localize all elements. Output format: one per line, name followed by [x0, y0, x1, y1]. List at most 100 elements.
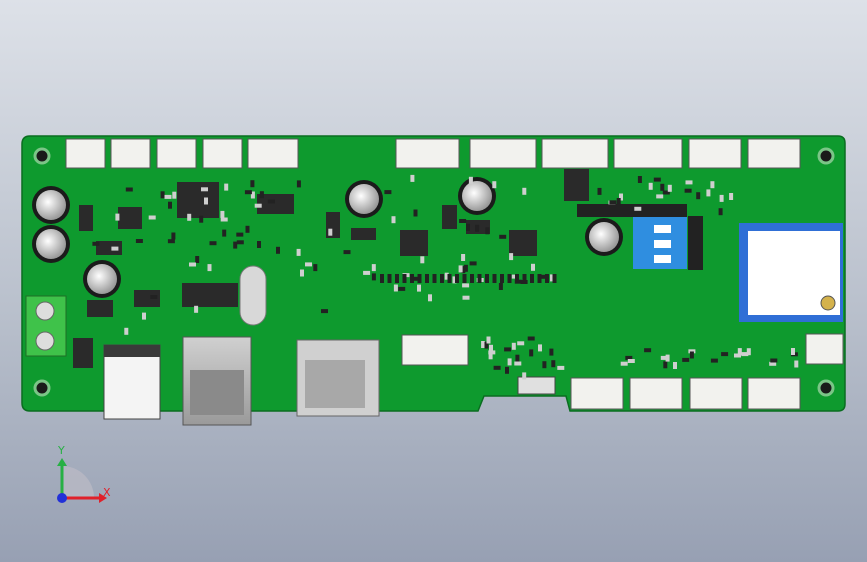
smd-part: [481, 341, 486, 348]
smd-part: [150, 295, 158, 299]
smd-part: [220, 210, 225, 218]
dip-switch: [633, 217, 687, 269]
smd-part: [462, 295, 470, 300]
smd-part: [393, 284, 398, 292]
smd-part: [741, 352, 749, 357]
smd-part: [539, 274, 547, 279]
smd-part: [549, 348, 554, 356]
smd-part: [719, 194, 724, 202]
smd-part: [245, 225, 250, 233]
smd-part: [402, 274, 407, 283]
smd-part: [509, 253, 514, 261]
smd-part: [410, 174, 415, 182]
smd-part: [660, 183, 665, 191]
axis-y-label: Y: [57, 444, 65, 457]
smd-part: [507, 358, 512, 366]
smd-part: [466, 223, 470, 231]
smd-part: [462, 274, 467, 283]
smd-part: [689, 351, 694, 359]
dc-power-jack: [103, 344, 161, 420]
smd-part: [791, 348, 795, 355]
smd-part: [343, 250, 351, 255]
smd-part: [729, 193, 734, 200]
smd-part: [236, 232, 244, 237]
ic-chips: [73, 169, 589, 368]
smd-part: [142, 312, 146, 320]
smd-part: [305, 262, 312, 267]
smd-part: [459, 219, 467, 223]
smd-part: [718, 208, 723, 216]
smd-part: [609, 200, 617, 205]
smd-part: [257, 241, 261, 248]
smd-part: [148, 215, 156, 220]
smd-part: [498, 283, 503, 290]
smd-part: [432, 274, 437, 283]
smd-part: [485, 227, 490, 235]
smd-part: [597, 187, 602, 195]
smd-part: [412, 276, 420, 281]
smd-part: [489, 344, 493, 352]
smd-part: [637, 176, 642, 183]
axis-x-label: X: [103, 486, 111, 499]
smd-part: [794, 360, 799, 368]
smd-part: [259, 191, 264, 199]
smd-part: [634, 206, 642, 211]
smd-part: [552, 274, 557, 283]
smd-part: [168, 201, 172, 209]
smd-part: [515, 274, 519, 283]
smd-part: [550, 274, 554, 282]
smd-part: [492, 274, 497, 283]
smd-part: [164, 194, 172, 199]
slide-switch: [517, 376, 556, 395]
smd-part: [321, 309, 328, 314]
smd-part: [371, 264, 376, 272]
smd-part: [662, 190, 670, 195]
smd-part: [209, 241, 217, 246]
smd-part: [444, 272, 449, 280]
smd-part: [542, 361, 547, 369]
smd-part: [488, 352, 493, 360]
smd-part: [737, 348, 742, 356]
smd-part: [770, 358, 778, 363]
smd-part: [527, 336, 535, 341]
smd-part: [505, 366, 509, 374]
smd-part: [522, 372, 527, 380]
smd-part: [244, 190, 252, 195]
smd-part: [470, 274, 474, 283]
smd-part: [484, 341, 489, 349]
electrolytic-capacitors: [32, 177, 623, 298]
smd-part: [493, 365, 501, 370]
smd-part: [477, 274, 482, 283]
smd-part: [410, 274, 414, 283]
smd-part: [92, 241, 100, 246]
smd-part: [557, 365, 565, 370]
smd-part: [488, 350, 496, 355]
smd-part: [710, 181, 715, 189]
smd-part: [648, 182, 653, 190]
smd-part: [135, 239, 143, 243]
smd-part: [696, 192, 701, 200]
smd-part: [328, 228, 333, 236]
smd-part: [199, 215, 204, 223]
smd-part: [669, 209, 676, 214]
wireless-module: [739, 223, 843, 322]
smd-part: [447, 274, 452, 283]
smd-part: [233, 241, 238, 249]
smd-part: [515, 354, 520, 362]
smd-components: [92, 174, 799, 380]
smd-part: [371, 273, 376, 281]
smd-part: [391, 216, 396, 224]
smd-part: [537, 274, 542, 283]
smd-part: [769, 361, 777, 366]
smd-part: [746, 348, 751, 356]
smd-part: [425, 274, 429, 283]
mounting-holes: [33, 147, 835, 397]
smd-part: [452, 276, 457, 284]
smd-part: [111, 246, 119, 251]
smd-part: [710, 358, 718, 363]
smd-part: [660, 355, 668, 360]
smd-part: [538, 344, 542, 352]
smd-part: [428, 294, 432, 302]
smd-part: [115, 213, 120, 221]
